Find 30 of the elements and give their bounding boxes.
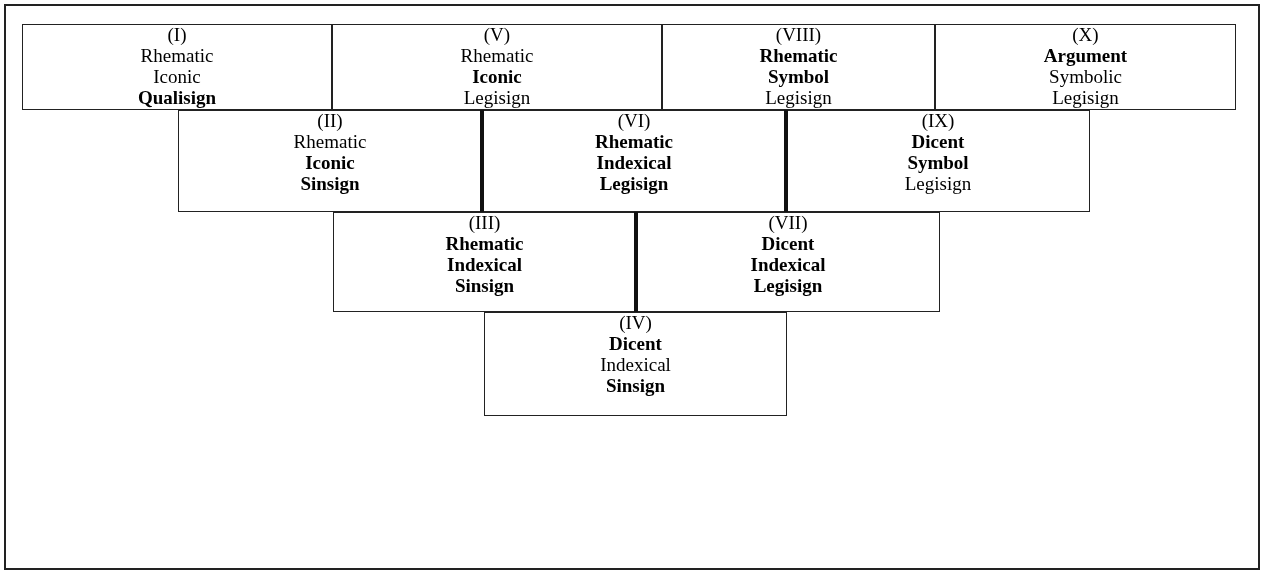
class-name: Argument Symbolic Legisign	[1043, 45, 1128, 108]
class-name: Rhematic Symbol Legisign	[759, 45, 838, 108]
class-name: Dicent Indexical Sinsign	[600, 333, 671, 396]
roman-numeral: (VI)	[617, 111, 651, 130]
class-name: Rhematic Indexical Sinsign	[445, 233, 524, 296]
class-name: Rhematic Iconic Sinsign	[293, 131, 367, 194]
roman-numeral: (I)	[167, 25, 187, 44]
sign-class-box	[786, 110, 1090, 212]
class-name: Dicent Symbol Legisign	[904, 131, 972, 194]
roman-numeral: (VIII)	[775, 25, 822, 44]
roman-numeral: (IV)	[619, 313, 652, 332]
class-name: Rhematic Indexical Legisign	[594, 131, 674, 194]
sign-class-box	[178, 110, 482, 212]
roman-numeral: (VII)	[768, 213, 808, 232]
roman-numeral: (X)	[1072, 25, 1099, 44]
roman-numeral: (II)	[317, 111, 343, 130]
sign-class-box	[935, 24, 1236, 110]
roman-numeral: (IX)	[921, 111, 955, 130]
sign-class-box	[662, 24, 935, 110]
sign-class-box	[333, 212, 636, 312]
class-name: Rhematic Iconic Legisign	[460, 45, 534, 108]
class-name: Dicent Indexical Legisign	[750, 233, 826, 296]
sign-class-box	[482, 110, 786, 212]
sign-class-box	[484, 312, 787, 416]
sign-class-box	[332, 24, 662, 110]
roman-numeral: (V)	[483, 25, 511, 44]
class-name: Rhematic Iconic Qualisign	[137, 45, 217, 108]
sign-class-box	[22, 24, 332, 110]
roman-numeral: (III)	[468, 213, 501, 232]
sign-class-box	[636, 212, 940, 312]
